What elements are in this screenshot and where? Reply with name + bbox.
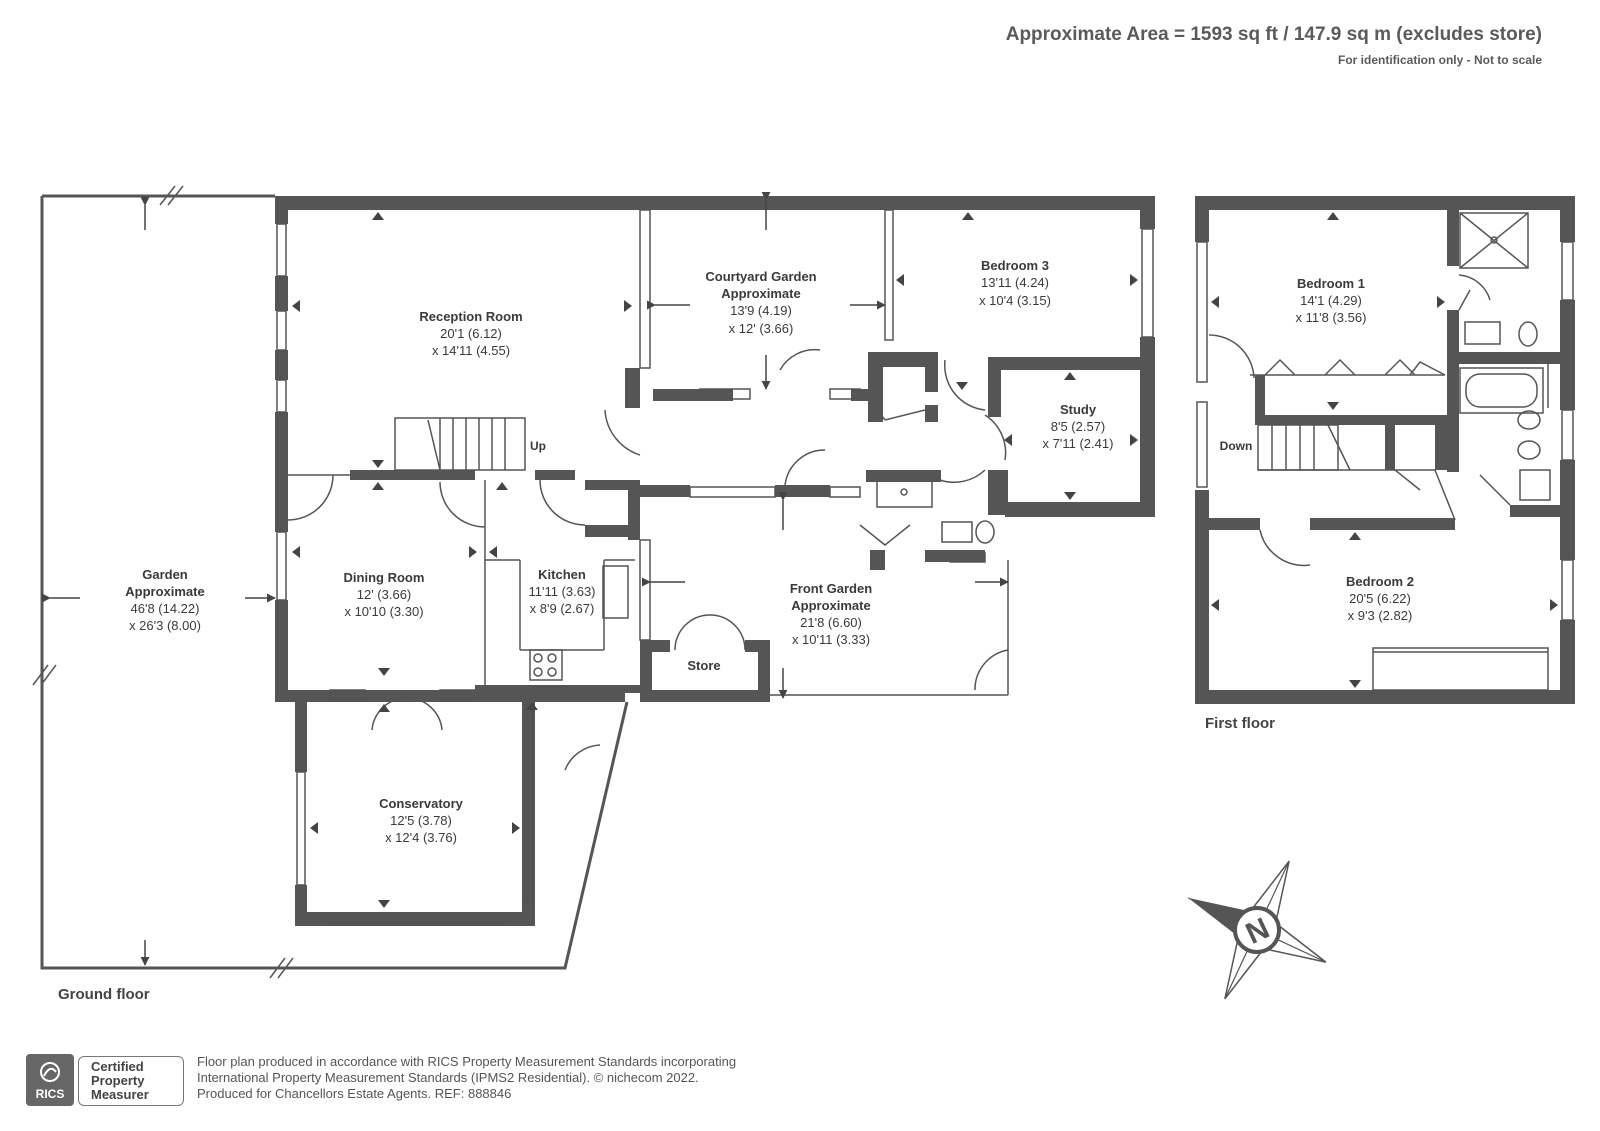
garden-dim-2: x 26'3 (8.00) [129,618,201,633]
courtyard-name-2: Approximate [721,286,800,301]
dining-dim-2: x 10'10 (3.30) [344,604,423,619]
garden-name-2: Approximate [125,584,204,599]
stairs-up-label: Up [530,439,546,453]
area-title: Approximate Area = 1593 sq ft / 147.9 sq… [1005,24,1542,45]
first-floor-label: First floor [1205,715,1275,732]
garden-boundary [40,194,629,970]
bedroom3-dim-1: 13'11 (4.24) [981,275,1049,290]
ground-floor-label: Ground floor [58,986,150,1003]
ground-doors [287,348,1009,771]
ground-thin-lines [276,209,1154,924]
ground-triangle-marks [292,212,1138,908]
first-floor-plan [1195,196,1575,704]
dining-name: Dining Room [344,570,425,585]
footer-text: Floor plan produced in accordance with R… [197,1054,736,1102]
conservatory-name: Conservatory [379,796,464,811]
reception-dim-2: x 14'11 (4.55) [432,343,510,358]
conservatory-dim-2: x 12'4 (3.76) [385,830,457,845]
front-garden-name-2: Approximate [791,598,870,613]
cpm-line-1: Certified [91,1059,144,1074]
kitchen-dim-1: 11'11 (3.63) [528,584,595,599]
bedroom3-name: Bedroom 3 [981,258,1049,273]
room-labels: Garden Approximate 46'8 (14.22) x 26'3 (… [125,258,1414,845]
bedroom1-name: Bedroom 1 [1297,276,1365,291]
garden-name-1: Garden [142,567,188,582]
bedroom1-dim-2: x 11'8 (3.56) [1296,310,1367,325]
store-name: Store [687,658,720,673]
cpm-line-2: Property [91,1073,145,1088]
first-thin-lines [1196,212,1574,691]
ground-dimension-arrows [41,191,1009,966]
first-doors [1208,274,1511,567]
cpm-line-3: Measurer [91,1087,149,1102]
reception-name: Reception Room [419,309,522,324]
garden-dim-1: 46'8 (14.22) [131,601,200,616]
kitchen-name: Kitchen [538,567,586,582]
footer-line-3: Produced for Chancellors Estate Agents. … [197,1086,512,1101]
first-walls [1195,196,1575,704]
front-garden-name-1: Front Garden [790,581,872,596]
bedroom2-dim-2: x 9'3 (2.82) [1348,608,1413,623]
compass-rose: N [1187,860,1327,1000]
front-garden-dim-1: 21'8 (6.60) [800,615,862,630]
study-dim-2: x 7'11 (2.41) [1043,436,1114,451]
kitchen-dim-2: x 8'9 (2.67) [530,601,595,616]
reception-dim-1: 20'1 (6.12) [440,326,502,341]
study-dim-1: 8'5 (2.57) [1051,419,1106,434]
ground-floor-plan [32,185,1155,979]
bedroom2-name: Bedroom 2 [1346,574,1414,589]
bedroom2-dim-1: 20'5 (6.22) [1349,591,1411,606]
conservatory-dim-1: 12'5 (3.78) [390,813,452,828]
courtyard-dim-2: x 12' (3.66) [729,321,794,336]
footer-line-1: Floor plan produced in accordance with R… [197,1054,737,1069]
rics-logo: RICS [26,1054,74,1106]
first-triangle-marks [1211,212,1558,688]
dining-dim-1: 12' (3.66) [357,587,412,602]
break-marks [32,185,294,979]
stairs-down-label: Down [1220,439,1253,453]
rics-text: RICS [36,1087,65,1101]
scale-note: For identification only - Not to scale [1337,53,1542,67]
certified-property-measurer-badge: Certified Property Measurer [78,1056,184,1106]
courtyard-name-1: Courtyard Garden [705,269,816,284]
bedroom3-dim-2: x 10'4 (3.15) [979,293,1051,308]
bedroom1-dim-1: 14'1 (4.29) [1300,293,1362,308]
study-name: Study [1060,402,1097,417]
front-garden-dim-2: x 10'11 (3.33) [792,632,870,647]
courtyard-dim-1: 13'9 (4.19) [730,303,792,318]
footer-line-2: International Property Measurement Stand… [197,1070,699,1085]
